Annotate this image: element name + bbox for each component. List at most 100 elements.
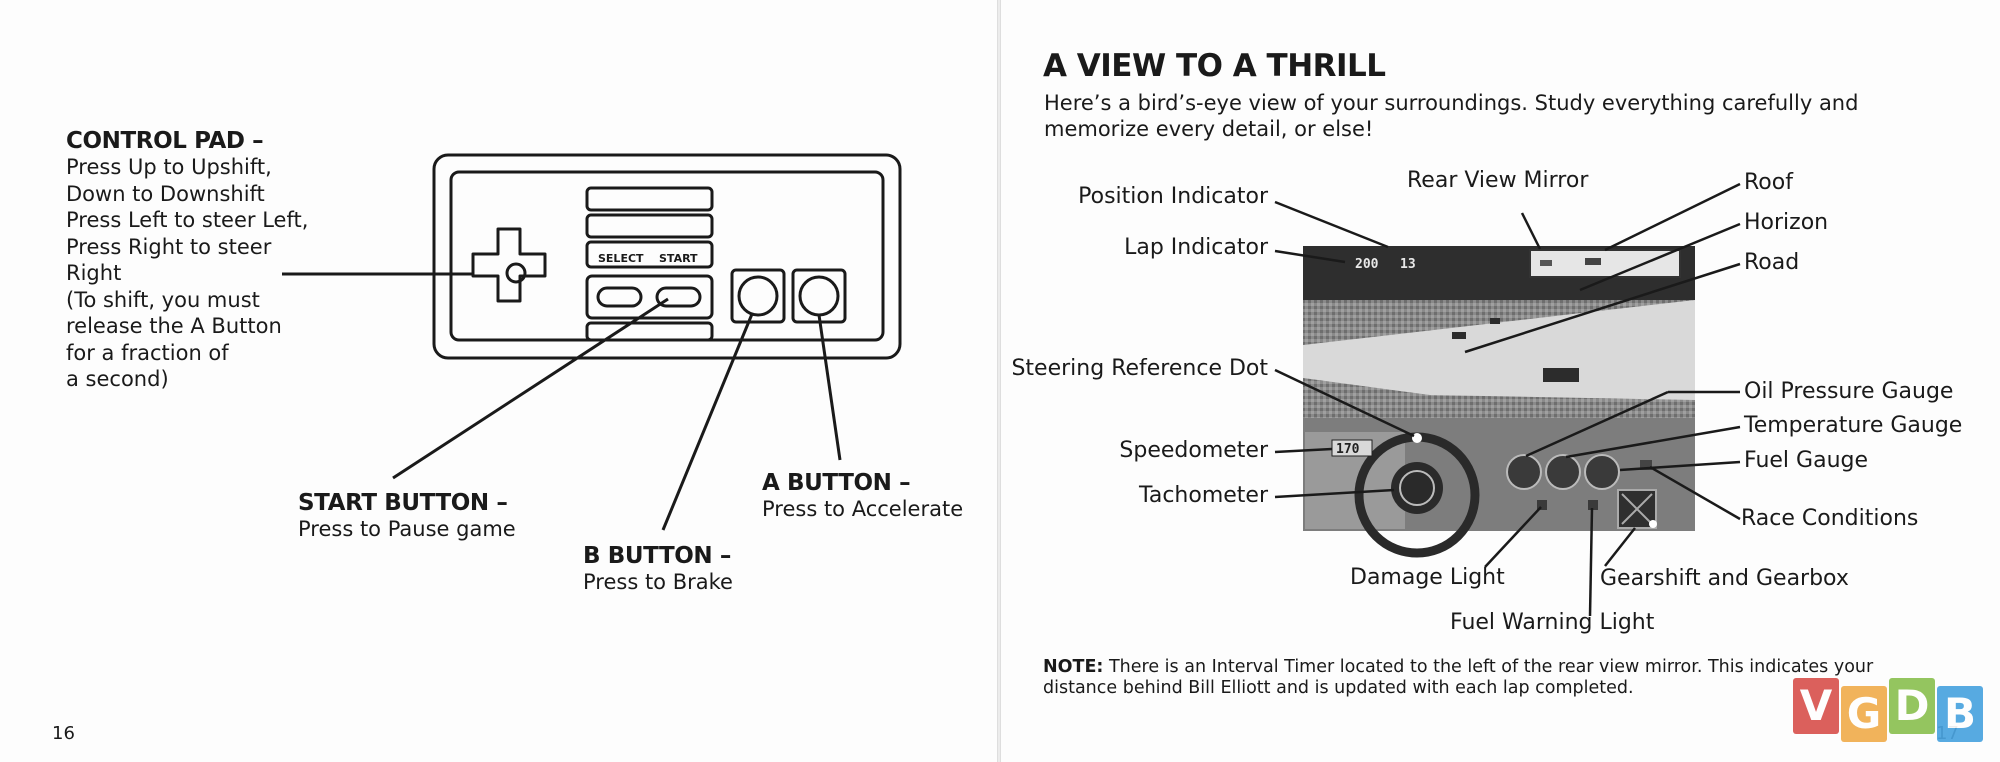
rear-view-mirror <box>1529 249 1681 278</box>
a-button-description: Press to Accelerate <box>762 497 964 521</box>
roof-label: Roof <box>1744 170 1793 195</box>
note-text: There is an Interval Timer located to th… <box>1043 657 1874 698</box>
page-number-left: 16 <box>52 723 75 744</box>
control-pad-line: Right <box>66 261 122 285</box>
page-title: A VIEW TO A THRILL <box>1043 48 1386 84</box>
select-button <box>596 286 643 308</box>
speedometer-line <box>1274 447 1333 454</box>
controller-center-bar <box>585 186 714 212</box>
tachometer-ring <box>1399 470 1435 506</box>
fuel-gauge-line <box>1619 460 1741 472</box>
controller-button-well <box>585 274 714 320</box>
steering-reference-dot <box>1412 433 1422 443</box>
control-pad-line: release the A Button <box>66 314 282 338</box>
book-gutter <box>997 0 1001 762</box>
d-pad-center <box>505 262 527 284</box>
oil-pressure-gauge-label: Oil Pressure Gauge <box>1744 379 1954 404</box>
gearshift-and-gearbox-label: Gearshift and Gearbox <box>1600 566 1849 591</box>
callout-lines <box>1274 182 1741 617</box>
mirror-car <box>1585 258 1601 265</box>
fuel-warning-light <box>1588 500 1598 510</box>
note-label: NOTE: <box>1043 657 1104 677</box>
note-paragraph: NOTE: There is an Interval Timer located… <box>1043 657 1923 699</box>
tachometer-line <box>1274 488 1395 499</box>
tachometer-dial <box>1391 462 1443 514</box>
race-conditions-line <box>1649 465 1741 521</box>
watermark-letter: G <box>1841 686 1887 742</box>
controller-center-bar <box>585 321 714 342</box>
position-indicator-line <box>1274 200 1389 249</box>
fuel-dial <box>1584 454 1620 490</box>
steering-reference-dot-line <box>1274 368 1415 438</box>
lap-indicator-line <box>1274 249 1346 264</box>
vgdb-watermark-logo: V G D B <box>1793 678 1993 746</box>
speedometer-label: Speedometer <box>1119 438 1268 463</box>
damage-light <box>1537 500 1547 510</box>
b-button-callout: B BUTTON – Press to Brake <box>583 543 733 596</box>
control-pad-line: (To shift, you must <box>66 287 260 312</box>
controller-select-start-bar <box>585 240 714 269</box>
lap-readout: 13 <box>1400 257 1416 272</box>
start-button-callout: START BUTTON – Press to Pause game <box>298 490 516 543</box>
control-pad-callout: CONTROL PAD – Press Up to Upshift, Down … <box>66 128 308 393</box>
start-button-description: Press to Pause game <box>298 517 516 541</box>
tachometer-label: Tachometer <box>1139 483 1268 508</box>
controller-illustration: SELECT START <box>282 153 902 531</box>
road-label: Road <box>1744 250 1800 275</box>
race-conditions-indicator <box>1640 460 1652 470</box>
road-line <box>1464 262 1741 354</box>
b-button-description: Press to Brake <box>583 570 733 594</box>
b-button-callout-line <box>661 313 754 531</box>
control-pad-line: Down to Downshift <box>66 181 265 206</box>
fuel-warning-light-label: Fuel Warning Light <box>1450 610 1655 635</box>
intro-text: Here’s a bird’s-eye view of your surroun… <box>1044 91 1859 141</box>
control-pad-line: for a fraction of <box>66 340 229 365</box>
start-button <box>655 286 702 308</box>
gearshift-knob <box>1649 520 1657 528</box>
controller-center-bar <box>585 213 714 239</box>
b-button-frame <box>730 268 786 324</box>
a-button-callout-line <box>817 314 842 461</box>
gearshift-and-gearbox-line <box>1604 527 1636 567</box>
rear-view-mirror-label: Rear View Mirror <box>1407 168 1589 193</box>
left-page <box>0 0 997 762</box>
opponent-car <box>1490 318 1500 324</box>
opponent-car <box>1543 368 1579 382</box>
watermark-letter: B <box>1937 686 1983 742</box>
road <box>1303 300 1695 400</box>
control-pad-line: a second) <box>66 367 169 391</box>
gearbox-pattern <box>1621 493 1653 525</box>
position-indicator-label: Position Indicator <box>1078 184 1268 209</box>
watermark-letter: V <box>1793 678 1839 734</box>
a-button-heading: A BUTTON – <box>762 470 911 496</box>
controller-outer-body <box>432 153 902 360</box>
a-button-callout: A BUTTON – Press to Accelerate <box>762 470 963 523</box>
speedometer-readout: 170 <box>1336 442 1360 457</box>
temperature-gauge-label: Temperature Gauge <box>1744 413 1963 438</box>
control-pad-line: Press Right to steer <box>66 234 272 259</box>
horizon-label: Horizon <box>1744 210 1829 235</box>
speedometer-readout-box <box>1331 439 1373 457</box>
oil-pressure-gauge-line <box>1525 390 1669 458</box>
lap-indicator-label: Lap Indicator <box>1124 235 1268 260</box>
opponent-car <box>1452 332 1466 339</box>
damage-light-line <box>1484 506 1542 568</box>
horizon-line <box>1579 222 1741 292</box>
b-button <box>737 275 779 317</box>
position-readout: 200 <box>1355 257 1379 272</box>
watermark-letter: D <box>1889 678 1935 734</box>
select-label: SELECT <box>598 252 644 265</box>
rear-view-mirror-line <box>1520 212 1542 250</box>
fuel-warning-light-line <box>1588 507 1594 617</box>
start-button-callout-line <box>392 297 669 480</box>
control-pad-line: Press Left to steer Left, <box>66 208 309 232</box>
race-conditions-label: Race Conditions <box>1741 506 1919 531</box>
control-pad-line: Press Up to Upshift, <box>66 155 272 179</box>
temperature-gauge-line <box>1565 425 1741 459</box>
fuel-gauge-label: Fuel Gauge <box>1744 448 1869 473</box>
control-pad-heading: CONTROL PAD – <box>66 128 264 154</box>
d-pad <box>471 227 547 303</box>
b-button-heading: B BUTTON – <box>583 543 731 569</box>
oil-pressure-dial <box>1506 454 1542 490</box>
